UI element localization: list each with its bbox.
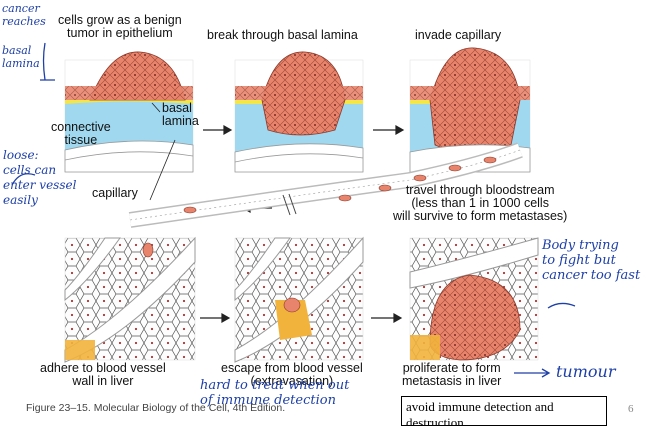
hand-body-trying: Body trying to fight but cancer too fast bbox=[542, 238, 640, 283]
panel-break-lamina bbox=[235, 52, 363, 172]
label-basal-lamina: basal lamina bbox=[162, 102, 199, 128]
label-travel: travel through bloodstream (less than 1 … bbox=[393, 184, 567, 223]
hand-cancer-reaches: cancer reaches bbox=[2, 2, 46, 28]
hand-basal-lamina: basal lamina bbox=[2, 44, 40, 70]
label-panel1: cells grow as a benign tumor in epitheli… bbox=[58, 14, 182, 40]
figure-caption: Figure 23–15. Molecular Biology of the C… bbox=[26, 402, 285, 414]
panel-adhere bbox=[65, 238, 195, 362]
label-connective-tissue: connective tissue bbox=[51, 121, 111, 147]
label-panel3: invade capillary bbox=[415, 29, 501, 42]
panel-proliferate bbox=[410, 238, 538, 360]
note-box: avoid immune detection and destruction bbox=[401, 396, 607, 426]
page-number: 6 bbox=[628, 403, 634, 415]
label-capillary: capillary bbox=[92, 187, 138, 200]
hand-tumour: tumour bbox=[556, 365, 616, 378]
label-proliferate: proliferate to form metastasis in liver bbox=[402, 362, 501, 388]
panel-escape bbox=[235, 238, 363, 362]
label-panel2: break through basal lamina bbox=[207, 29, 358, 42]
label-adhere: adhere to blood vessel wall in liver bbox=[40, 362, 166, 388]
hand-loose-cells: loose: cells can enter vessel easily bbox=[3, 148, 76, 208]
